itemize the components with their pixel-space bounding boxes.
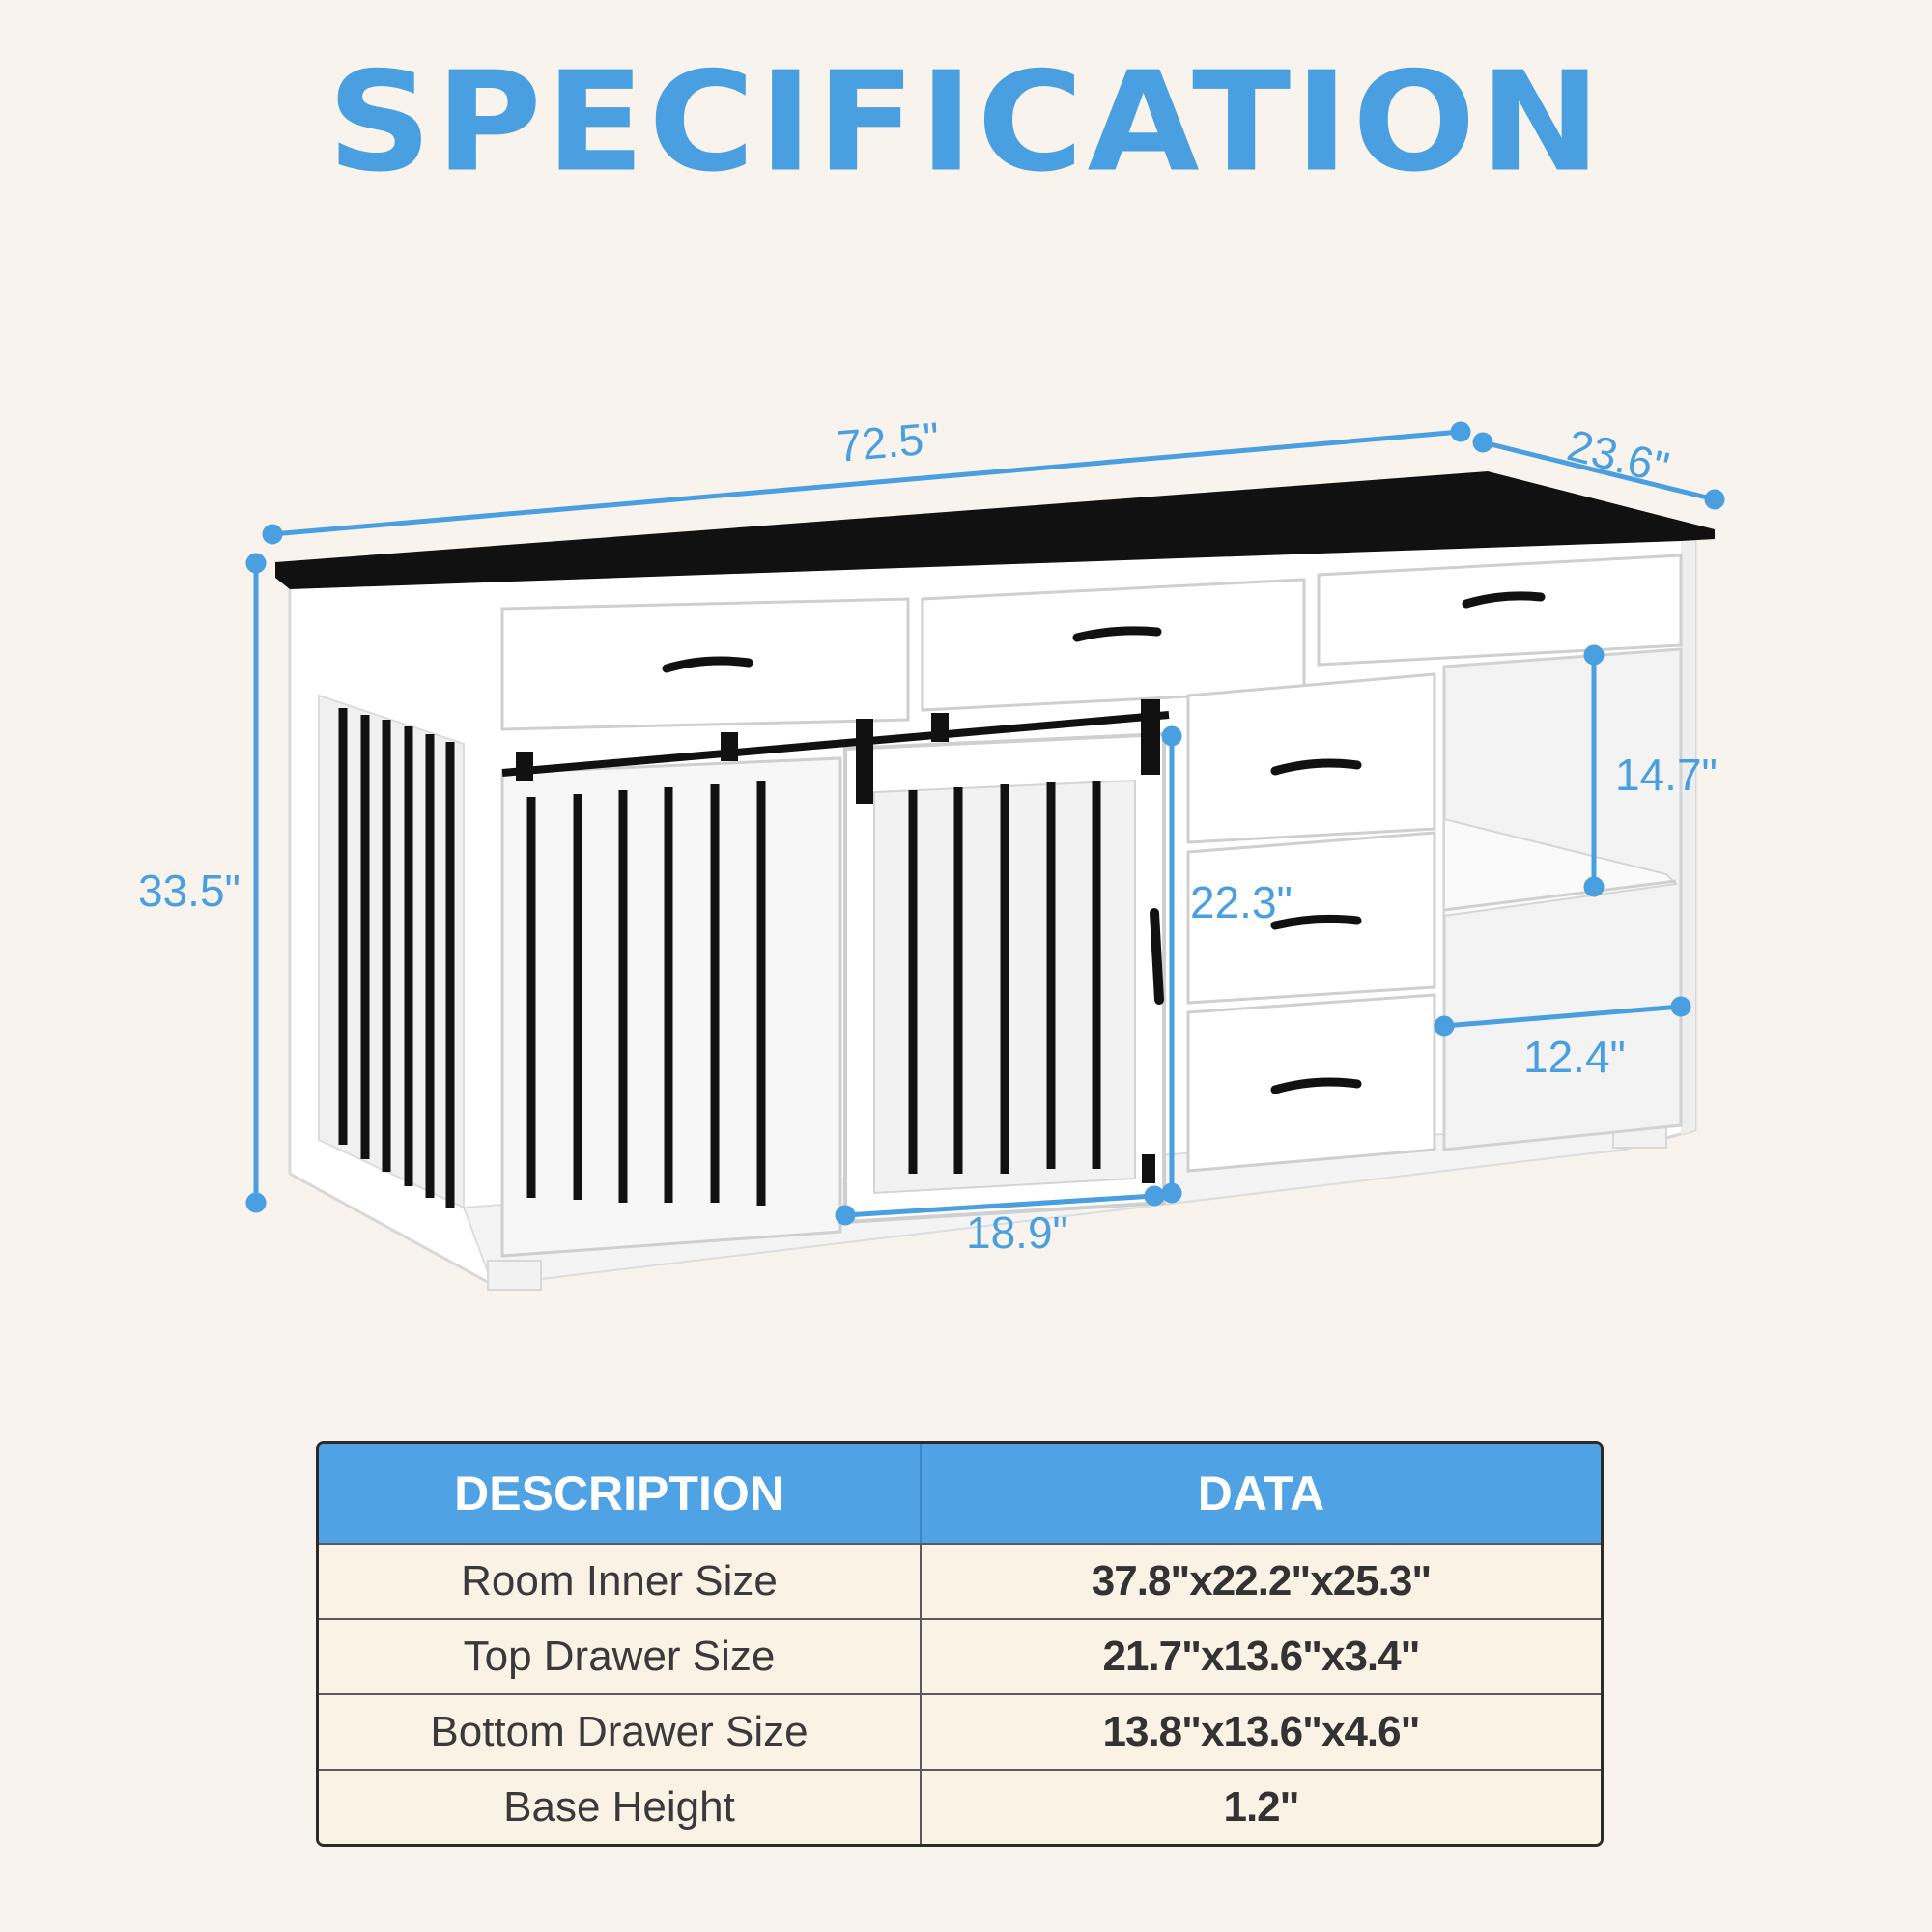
door-handle	[1150, 908, 1164, 1005]
spec-table: DESCRIPTION DATA Room Inner Size 37.8"x2…	[316, 1441, 1604, 1847]
top-drawer-handles	[662, 591, 1546, 673]
dim-door-width-label: 18.9"	[966, 1208, 1068, 1258]
table-row: Base Height 1.2"	[319, 1769, 1601, 1844]
table-row: Bottom Drawer Size 13.8"x13.6"x4.6"	[319, 1693, 1601, 1769]
dim-depth-label: 23.6"	[1563, 419, 1674, 493]
row-data: 13.8"x13.6"x4.6"	[1102, 1708, 1421, 1755]
barn-door-rail	[501, 699, 1170, 804]
row-description: Room Inner Size	[319, 1545, 922, 1618]
row-data: 37.8"x22.2"x25.3"	[1091, 1557, 1432, 1605]
front-bars	[526, 781, 1101, 1206]
bottom-drawer-handles	[1270, 758, 1362, 1094]
table-header-row: DESCRIPTION DATA	[319, 1444, 1601, 1543]
tabletop	[275, 471, 1715, 589]
dim-shelf-height-label: 14.7"	[1615, 750, 1718, 800]
dim-height-label: 33.5"	[138, 866, 241, 916]
row-description: Bottom Drawer Size	[319, 1695, 922, 1769]
side-bars	[338, 708, 455, 1208]
dim-length-label: 72.5"	[835, 412, 941, 471]
page-title: SPECIFICATION	[327, 43, 1605, 203]
table-row: Top Drawer Size 21.7"x13.6"x3.4"	[319, 1618, 1601, 1693]
dim-shelf-width-label: 12.4"	[1523, 1032, 1626, 1082]
row-description: Top Drawer Size	[319, 1620, 922, 1693]
kennel-front	[500, 731, 1166, 1258]
row-description: Base Height	[319, 1771, 922, 1844]
dimension-lines	[245, 421, 1725, 1226]
header-description: DESCRIPTION	[319, 1444, 922, 1543]
door-latch	[1142, 1154, 1155, 1183]
dim-inner-height-label: 22.3"	[1190, 877, 1293, 927]
header-data: DATA	[1197, 1466, 1325, 1520]
row-data: 21.7"x13.6"x3.4"	[1102, 1633, 1421, 1680]
table-row: Room Inner Size 37.8"x22.2"x25.3"	[319, 1543, 1601, 1618]
furniture-diagram: 72.5" 23.6" 33.5" 22.3" 18.9" 14.7" 12.4…	[138, 412, 1725, 1291]
row-data: 1.2"	[1223, 1783, 1299, 1831]
